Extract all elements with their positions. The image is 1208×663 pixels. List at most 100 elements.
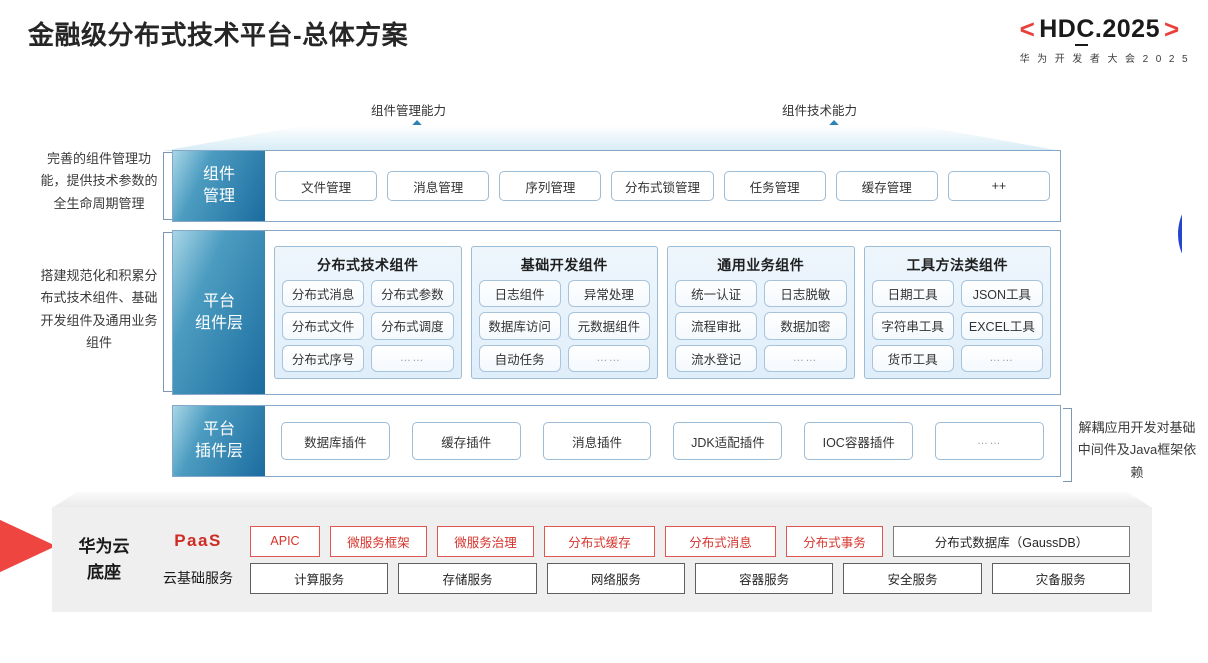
pill-disaster-recovery-service[interactable]: 灾备服务 [991, 562, 1130, 594]
chip-task-management[interactable]: 任务管理 [723, 171, 826, 201]
group-distributed-tech: 分布式技术组件 分布式消息 分布式参数 分布式文件 分布式调度 分布式序号 …… [274, 246, 462, 379]
layer-tag-line2: 管理 [202, 188, 235, 205]
layer-tag-line2: 组件层 [194, 314, 243, 332]
layer-tag-line1: 平台 [202, 292, 235, 310]
layer-platform-plugin: 平台 插件层 数据库插件 缓存插件 消息插件 JDK适配插件 IOC容器插件 …… [172, 405, 1061, 477]
pill-storage-service[interactable]: 存储服务 [398, 562, 537, 594]
base-title-line2: 底座 [87, 562, 121, 582]
layer-component-management: 组件 管理 文件管理 消息管理 序列管理 分布式锁管理 任务管理 缓存管理 ++ [172, 150, 1061, 222]
cell-json-tool[interactable]: JSON工具 [960, 280, 1043, 308]
group-tool-methods: 工具方法类组件 日期工具 JSON工具 字符串工具 EXCEL工具 货币工具 …… [863, 246, 1051, 379]
cell-data-encryption[interactable]: 数据加密 [764, 312, 847, 340]
cell-exception-handling[interactable]: 异常处理 [567, 280, 650, 308]
perspective-top-face [163, 125, 1061, 151]
layer-tag-platform-plugin: 平台 插件层 [173, 406, 265, 476]
chip-cache-management[interactable]: 缓存管理 [835, 171, 938, 201]
chip-ioc-container-plugin[interactable]: IOC容器插件 [804, 422, 914, 460]
cell-currency-tool[interactable]: 货币工具 [871, 344, 954, 372]
base-rows: PaaS APIC 微服务框架 微服务治理 分布式缓存 分布式消息 分布式事务 … [156, 520, 1152, 600]
base-title-line1: 华为云 [78, 537, 130, 556]
logo-open-bracket: < [1019, 14, 1036, 44]
layer-tag-line2: 插件层 [194, 443, 243, 460]
cell-distributed-message[interactable]: 分布式消息 [282, 280, 365, 308]
decorative-red-wedge [0, 505, 56, 587]
decorative-blue-arc-mask [1182, 190, 1208, 280]
group-grid: 分布式消息 分布式参数 分布式文件 分布式调度 分布式序号 …… [282, 280, 454, 372]
pill-network-service[interactable]: 网络服务 [546, 562, 685, 594]
logo-subtitle: 华 为 开 发 者 大 会 2 0 2 5 [1019, 54, 1190, 65]
pill-microservice-framework[interactable]: 微服务框架 [330, 525, 427, 557]
cell-metadata-component[interactable]: 元数据组件 [567, 312, 650, 340]
chip-message-plugin[interactable]: 消息插件 [542, 422, 652, 460]
pill-microservice-governance[interactable]: 微服务治理 [437, 525, 534, 557]
pill-security-service[interactable]: 安全服务 [843, 562, 982, 594]
chip-more-dots[interactable]: …… [935, 422, 1044, 460]
group-grid: 日志组件 异常处理 数据库访问 元数据组件 自动任务 …… [478, 280, 650, 372]
cell-log-masking[interactable]: 日志脱敏 [764, 280, 847, 308]
arrow-label-component-management: 组件管理能力 [371, 104, 447, 118]
base-title: 华为云 底座 [52, 534, 156, 585]
cell-database-access[interactable]: 数据库访问 [478, 312, 561, 340]
chip-sequence-management[interactable]: 序列管理 [499, 171, 602, 201]
cell-more-dots[interactable]: …… [960, 344, 1043, 372]
layer-tag-platform-component: 平台 组件层 [173, 231, 265, 394]
pill-container-service[interactable]: 容器服务 [694, 562, 834, 594]
bracket-right-mid [1063, 408, 1072, 482]
cell-auto-task[interactable]: 自动任务 [478, 344, 561, 372]
chip-message-management[interactable]: 消息管理 [387, 171, 490, 201]
group-grid: 统一认证 日志脱敏 流程审批 数据加密 流水登记 …… [675, 280, 847, 372]
base-row-paas: PaaS APIC 微服务框架 微服务治理 分布式缓存 分布式消息 分布式事务 … [156, 525, 1130, 557]
cell-distributed-sequence[interactable]: 分布式序号 [282, 344, 365, 372]
bracket-left-top [163, 152, 172, 220]
logo-underline-mark [1075, 44, 1089, 46]
logo-text: HDC.2025 [1039, 15, 1160, 43]
pill-distributed-cache[interactable]: 分布式缓存 [544, 525, 655, 557]
cell-transaction-log[interactable]: 流水登记 [675, 344, 758, 372]
pill-distributed-database-gaussdb[interactable]: 分布式数据库（GaussDB） [893, 525, 1130, 557]
infra-label: 云基础服务 [163, 570, 233, 586]
group-title: 分布式技术组件 [317, 257, 419, 273]
cell-date-tool[interactable]: 日期工具 [871, 280, 954, 308]
arrow-label-component-technology: 组件技术能力 [782, 104, 858, 118]
bracket-left-mid [163, 232, 172, 392]
cell-string-tool[interactable]: 字符串工具 [871, 312, 954, 340]
chip-jdk-adapter-plugin[interactable]: JDK适配插件 [673, 422, 783, 460]
pill-compute-service[interactable]: 计算服务 [250, 562, 389, 594]
layer-tag-line1: 平台 [202, 421, 235, 439]
cell-distributed-file[interactable]: 分布式文件 [282, 312, 365, 340]
chip-distributed-lock-management[interactable]: 分布式锁管理 [611, 171, 714, 201]
annotation-left-top: 完善的组件管理功能，提供技术参数的全生命周期管理 [40, 151, 158, 211]
layer-tag-line1: 组件 [202, 166, 235, 184]
base-perspective-face [52, 492, 1152, 508]
layer-tag-component-management: 组件 管理 [173, 151, 265, 221]
cell-unified-auth[interactable]: 统一认证 [675, 280, 758, 308]
cell-more-dots[interactable]: …… [567, 344, 650, 372]
cell-more-dots[interactable]: …… [764, 344, 847, 372]
chip-database-plugin[interactable]: 数据库插件 [281, 422, 390, 460]
annotation-left-mid: 搭建规范化和积累分布式技术组件、基础开发组件及通用业务组件 [40, 268, 158, 351]
huawei-cloud-base-panel: 华为云 底座 PaaS APIC 微服务框架 微服务治理 分布式缓存 分布式消息… [52, 507, 1152, 612]
cell-log-component[interactable]: 日志组件 [478, 280, 561, 308]
cell-process-approval[interactable]: 流程审批 [675, 312, 758, 340]
logo-close-bracket: > [1163, 14, 1180, 44]
cell-excel-tool[interactable]: EXCEL工具 [960, 312, 1043, 340]
group-grid: 日期工具 JSON工具 字符串工具 EXCEL工具 货币工具 …… [871, 280, 1043, 372]
annotation-right-mid: 解耦应用开发对基础中间件及Java框架依赖 [1077, 420, 1197, 480]
chip-file-management[interactable]: 文件管理 [275, 171, 378, 201]
chip-add-more[interactable]: ++ [947, 171, 1050, 201]
pill-apic[interactable]: APIC [250, 525, 320, 557]
hdc-logo: < HDC.2025 > 华 为 开 发 者 大 会 2 0 2 5 [1020, 14, 1190, 65]
pill-distributed-transaction[interactable]: 分布式事务 [786, 525, 883, 557]
cell-more-dots[interactable]: …… [371, 344, 454, 372]
group-common-business: 通用业务组件 统一认证 日志脱敏 流程审批 数据加密 流水登记 …… [667, 246, 855, 379]
layer-body-component-management: 文件管理 消息管理 序列管理 分布式锁管理 任务管理 缓存管理 ++ [265, 151, 1060, 221]
component-groups: 分布式技术组件 分布式消息 分布式参数 分布式文件 分布式调度 分布式序号 ……… [265, 231, 1060, 394]
group-title: 通用业务组件 [717, 257, 805, 273]
chip-cache-plugin[interactable]: 缓存插件 [411, 422, 521, 460]
page-title: 金融级分布式技术平台-总体方案 [28, 20, 409, 50]
paas-label: PaaS [174, 531, 222, 550]
pill-distributed-message[interactable]: 分布式消息 [665, 525, 776, 557]
cell-distributed-schedule[interactable]: 分布式调度 [371, 312, 454, 340]
layer-body-platform-plugin: 数据库插件 缓存插件 消息插件 JDK适配插件 IOC容器插件 …… [265, 406, 1060, 476]
cell-distributed-param[interactable]: 分布式参数 [371, 280, 454, 308]
